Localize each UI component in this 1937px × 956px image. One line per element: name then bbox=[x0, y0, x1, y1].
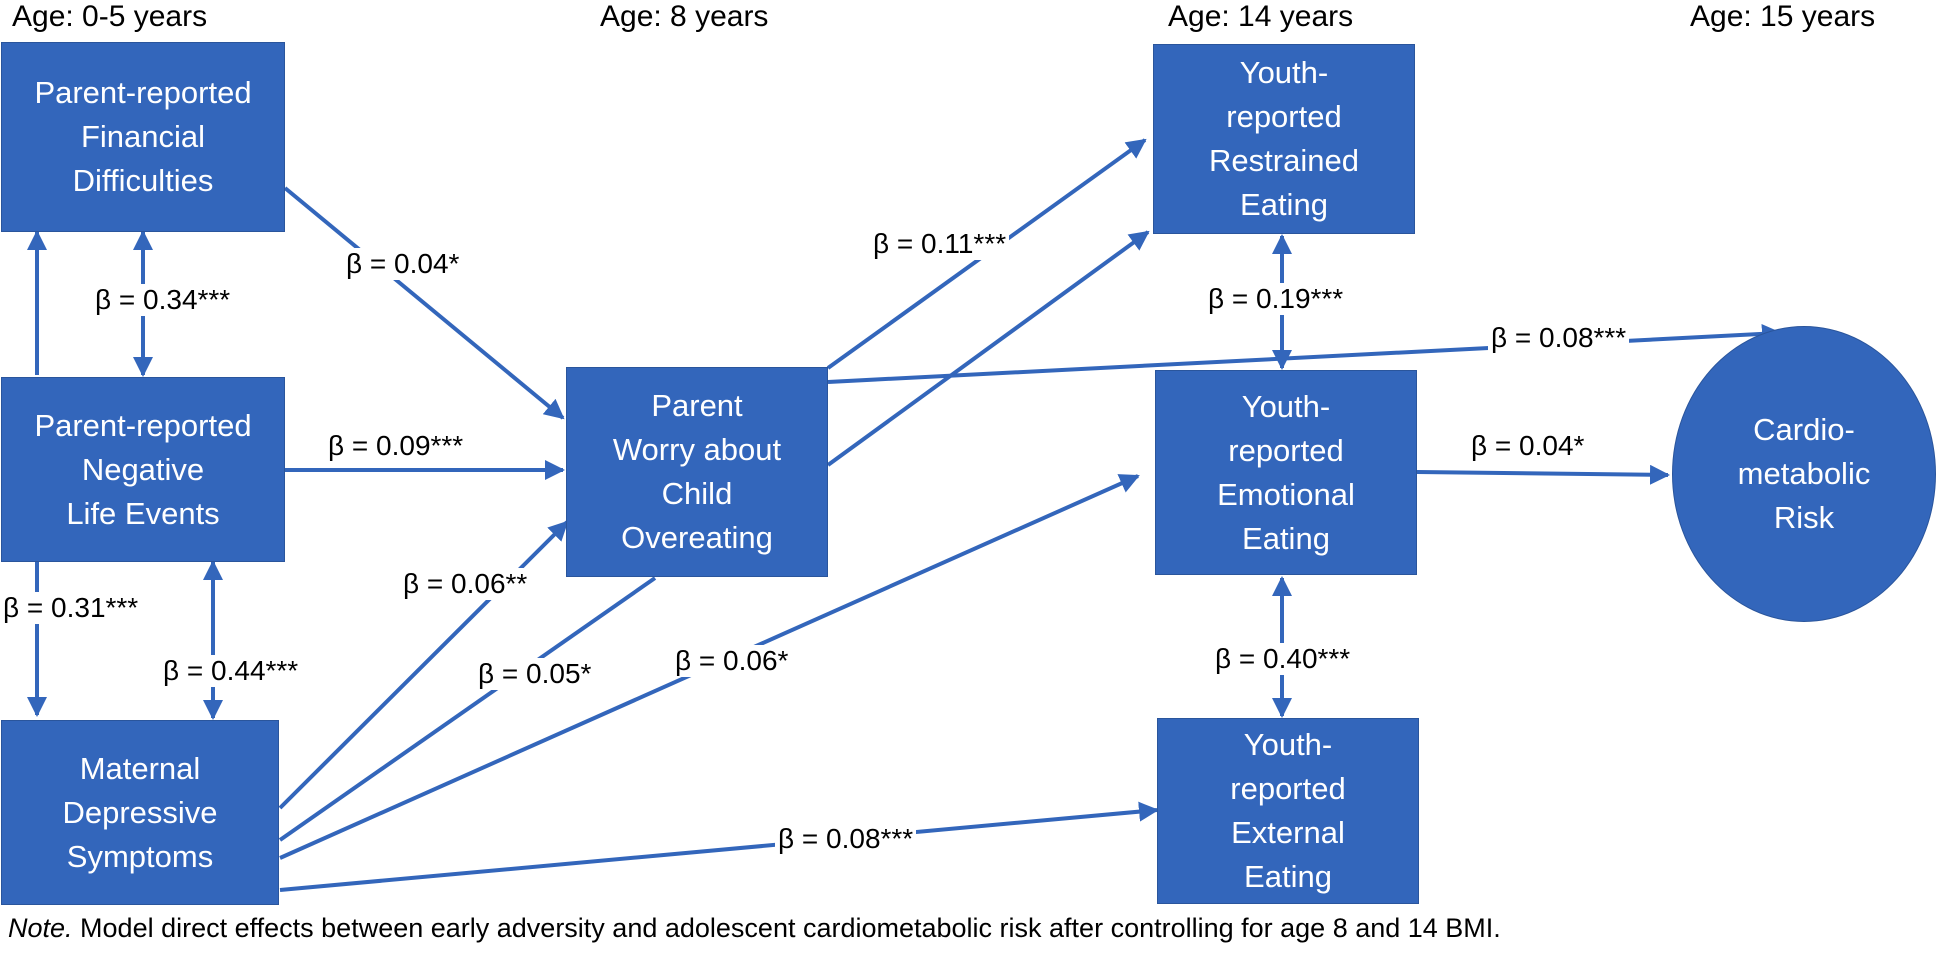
age-label-14: Age: 14 years bbox=[1168, 0, 1354, 33]
beta-maternal-restrained: β = 0.05* bbox=[475, 658, 595, 690]
beta-maternal-external: β = 0.08*** bbox=[775, 823, 917, 855]
beta-life-events-worry: β = 0.09*** bbox=[325, 430, 467, 462]
beta-maternal-emotional: β = 0.06* bbox=[672, 645, 792, 677]
node-restrained-eating: Youth- reported Restrained Eating bbox=[1153, 44, 1415, 234]
node-maternal-depressive-symptoms: Maternal Depressive Symptoms bbox=[1, 720, 279, 905]
beta-financial-worry: β = 0.04* bbox=[343, 248, 463, 280]
arrow-maternal-to-restrained bbox=[278, 576, 657, 842]
beta-emotional-external: β = 0.40*** bbox=[1212, 643, 1354, 675]
beta-emotional-cardio: β = 0.04* bbox=[1468, 430, 1588, 462]
age-label-8: Age: 8 years bbox=[600, 0, 769, 33]
beta-life-events-maternal-b: β = 0.44*** bbox=[160, 655, 302, 687]
note-label: Note. bbox=[8, 913, 73, 943]
node-negative-life-events: Parent-reported Negative Life Events bbox=[1, 377, 285, 562]
node-cardiometabolic-risk: Cardio- metabolic Risk bbox=[1672, 326, 1936, 622]
age-label-15: Age: 15 years bbox=[1690, 0, 1876, 33]
arrow-maternal-to-restrained-2 bbox=[826, 230, 1150, 467]
arrow-financial-to-worry bbox=[283, 186, 565, 420]
arrow-maternal-to-external bbox=[279, 801, 1159, 892]
node-emotional-eating: Youth- reported Emotional Eating bbox=[1155, 370, 1417, 575]
node-parent-worry-overeating: Parent Worry about Child Overeating bbox=[566, 367, 828, 577]
beta-maternal-worry: β = 0.06** bbox=[400, 568, 531, 600]
note-text: Model direct effects between early adver… bbox=[72, 913, 1501, 943]
node-financial-difficulties: Parent-reported Financial Difficulties bbox=[1, 42, 285, 232]
beta-worry-cardio: β = 0.08*** bbox=[1488, 322, 1630, 354]
beta-financial-life-events: β = 0.34*** bbox=[92, 284, 234, 316]
node-external-eating: Youth- reported External Eating bbox=[1157, 718, 1419, 904]
beta-worry-restrained: β = 0.11*** bbox=[870, 228, 1010, 260]
arrow-emotional-to-cardio bbox=[1416, 464, 1670, 485]
age-label-0-5: Age: 0-5 years bbox=[12, 0, 208, 33]
figure-note: Note. Model direct effects between early… bbox=[8, 912, 1501, 944]
beta-restrained-emotional: β = 0.19*** bbox=[1205, 283, 1347, 315]
beta-life-events-maternal-a: β = 0.31*** bbox=[0, 592, 142, 624]
